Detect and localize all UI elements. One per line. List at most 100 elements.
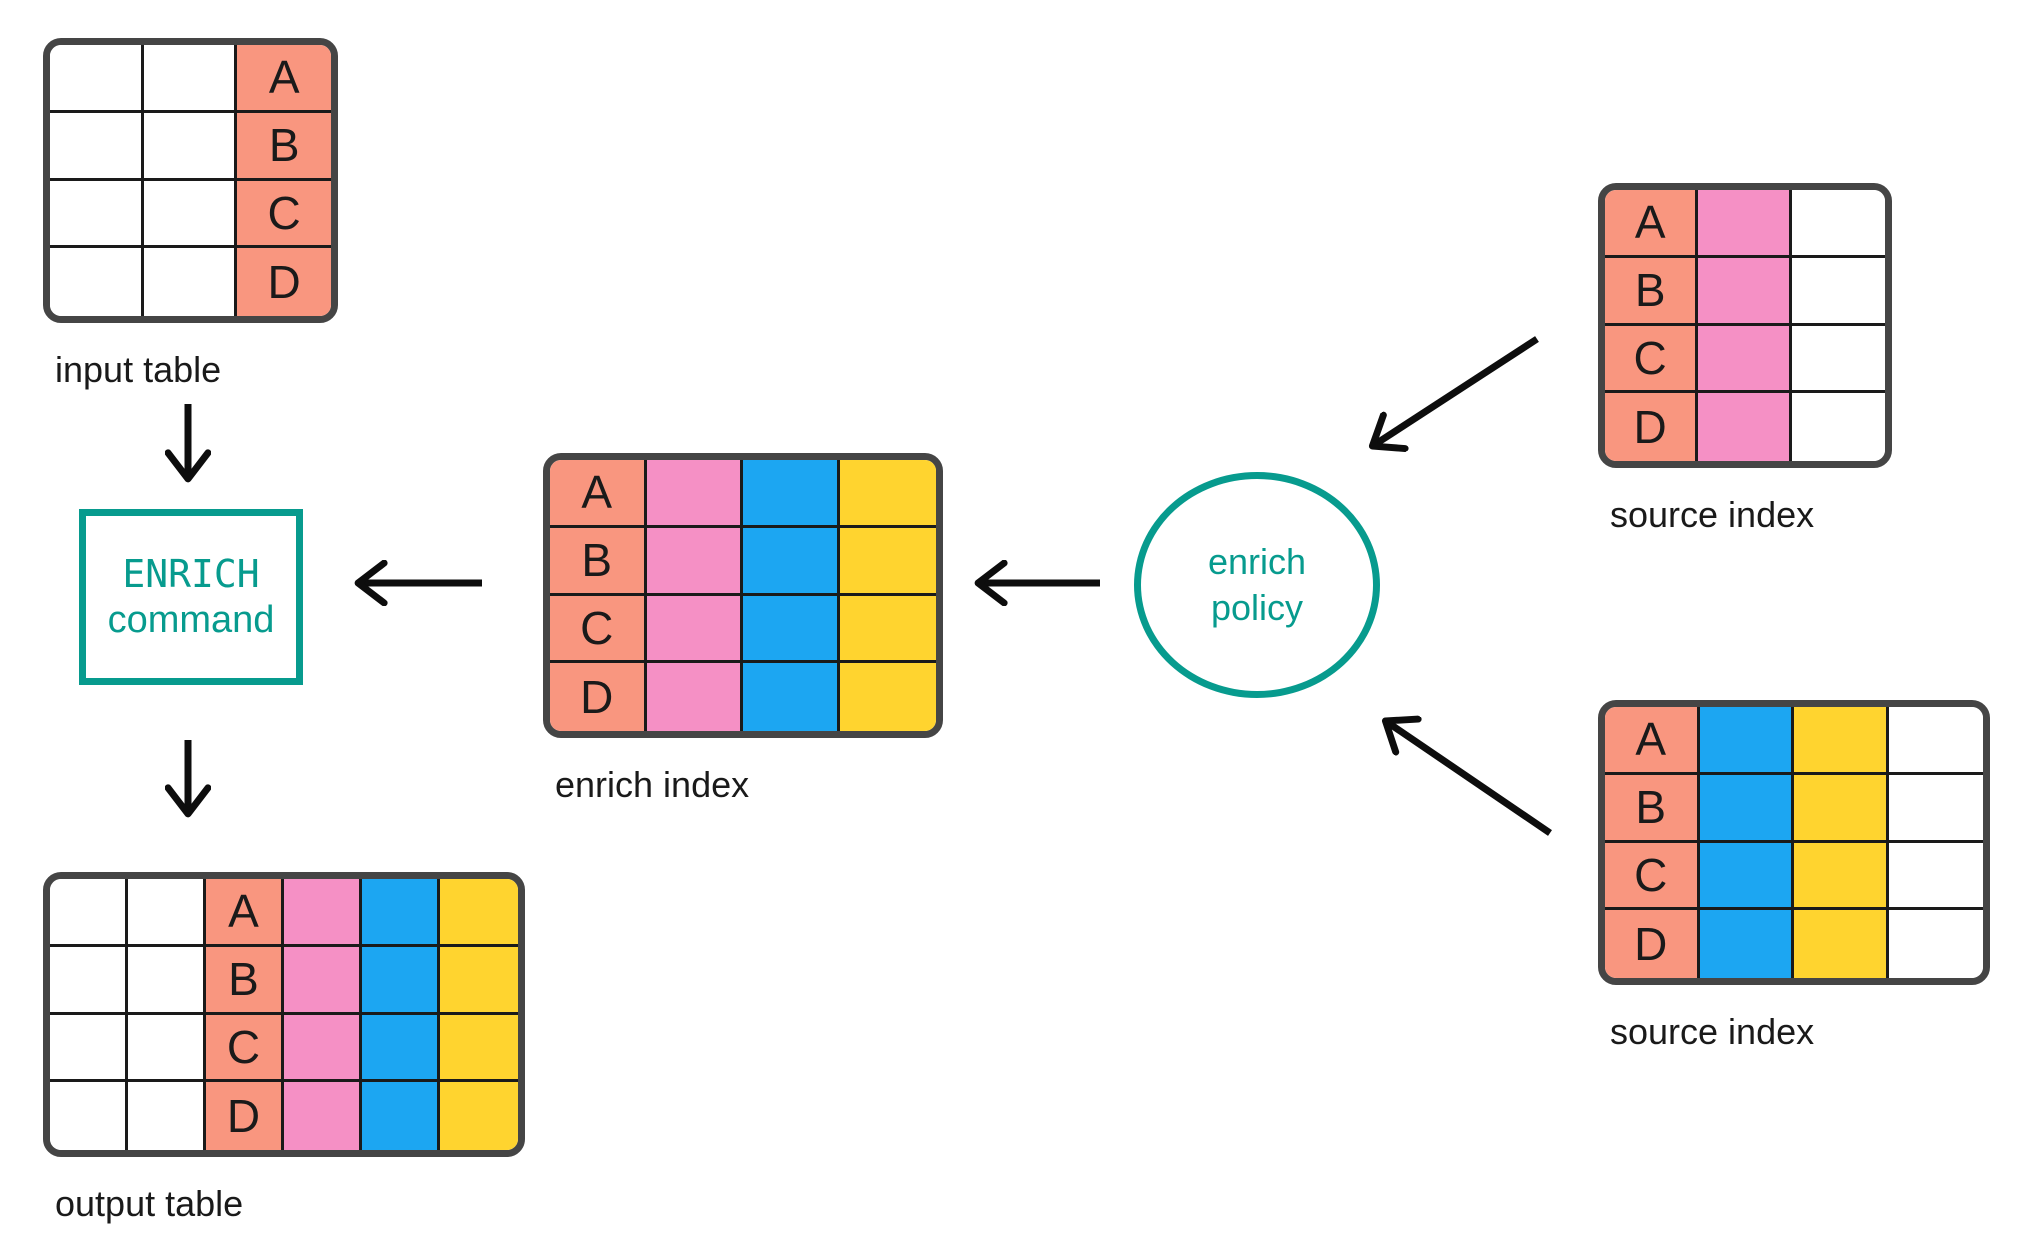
table-cell xyxy=(743,663,840,731)
input-table-label: input table xyxy=(55,349,222,390)
output-table-label: output table xyxy=(55,1183,244,1224)
table-cell: D xyxy=(550,663,647,731)
table-cell xyxy=(128,879,206,947)
table-cell xyxy=(440,879,518,947)
table-cell xyxy=(284,1082,362,1150)
table-cell xyxy=(839,527,936,596)
table-cell xyxy=(1794,910,1889,978)
table-cell xyxy=(128,946,206,1015)
enrich-policy-line1: enrich xyxy=(1207,541,1307,582)
enrich-policy-circle: enrich policy xyxy=(1134,472,1380,698)
table-cell xyxy=(50,248,144,316)
table-cell xyxy=(1791,393,1885,461)
table-cell: D xyxy=(1605,910,1700,978)
table-cell xyxy=(1699,910,1794,978)
source-index-bottom-label: source index xyxy=(1610,1011,1815,1052)
table-cell xyxy=(440,946,518,1015)
table-cell: B xyxy=(1605,257,1699,326)
table-cell xyxy=(1699,842,1794,911)
table-cell xyxy=(1791,325,1885,394)
table-cell: B xyxy=(550,527,647,596)
table-cell xyxy=(1888,774,1983,843)
table-cell xyxy=(839,460,936,528)
table-cell xyxy=(743,595,840,664)
table-cell: A xyxy=(1605,190,1699,258)
table-cell xyxy=(50,1014,128,1083)
table-cell: D xyxy=(237,248,331,316)
table-cell xyxy=(743,460,840,528)
table-cell xyxy=(646,663,743,731)
table-cell xyxy=(1698,393,1792,461)
table-cell xyxy=(1888,842,1983,911)
table-cell xyxy=(839,595,936,664)
table-cell xyxy=(50,180,144,249)
table-cell: B xyxy=(237,112,331,181)
table-cell xyxy=(284,1014,362,1083)
table-cell xyxy=(50,879,128,947)
table-cell xyxy=(284,879,362,947)
table-cell xyxy=(128,1014,206,1083)
table-cell xyxy=(362,1082,440,1150)
table-cell xyxy=(1794,774,1889,843)
table-cell xyxy=(1888,910,1983,978)
table-cell xyxy=(50,946,128,1015)
table-cell xyxy=(362,1014,440,1083)
table-cell: C xyxy=(1605,842,1700,911)
table-cell: B xyxy=(206,946,284,1015)
table-cell xyxy=(143,112,238,181)
table-cell xyxy=(143,248,238,316)
enrich-policy-line2: policy xyxy=(1210,587,1304,628)
table-cell xyxy=(50,45,144,113)
table-cell xyxy=(50,112,144,181)
table-cell: D xyxy=(206,1082,284,1150)
table-cell: B xyxy=(1605,774,1700,843)
table-cell xyxy=(646,527,743,596)
table-cell xyxy=(1698,257,1792,326)
table-cell xyxy=(646,460,743,528)
table-cell xyxy=(1698,190,1792,258)
table-cell xyxy=(646,595,743,664)
table-cell xyxy=(284,946,362,1015)
table-cell xyxy=(1794,842,1889,911)
table-cell: C xyxy=(206,1014,284,1083)
arrow-source-bottom-to-policy xyxy=(1387,722,1552,836)
table-cell xyxy=(1888,707,1983,775)
source-index-top-label: source index xyxy=(1610,494,1815,535)
table-cell xyxy=(1699,774,1794,843)
table-cell xyxy=(839,663,936,731)
table-cell xyxy=(440,1014,518,1083)
table-cell xyxy=(743,527,840,596)
table-cell: A xyxy=(206,879,284,947)
table-cell xyxy=(128,1082,206,1150)
table-cell xyxy=(362,946,440,1015)
enrich-command-word: command xyxy=(107,599,275,641)
table-cell: A xyxy=(237,45,331,113)
table-cell xyxy=(50,1082,128,1150)
arrow-source-top-to-policy xyxy=(1374,336,1539,445)
enrich-command-keyword: ENRICH xyxy=(122,552,260,596)
table-cell xyxy=(1699,707,1794,775)
table-cell xyxy=(1794,707,1889,775)
table-cell xyxy=(362,879,440,947)
table-cell: A xyxy=(1605,707,1700,775)
table-cell xyxy=(1791,257,1885,326)
table-cell: C xyxy=(1605,325,1699,394)
table-cell xyxy=(143,45,238,113)
table-cell xyxy=(1791,190,1885,258)
table-cell xyxy=(1698,325,1792,394)
enrich-index-label: enrich index xyxy=(555,764,750,805)
table-cell: C xyxy=(550,595,647,664)
enrich-command-box: ENRICH command xyxy=(79,509,303,685)
table-cell xyxy=(440,1082,518,1150)
